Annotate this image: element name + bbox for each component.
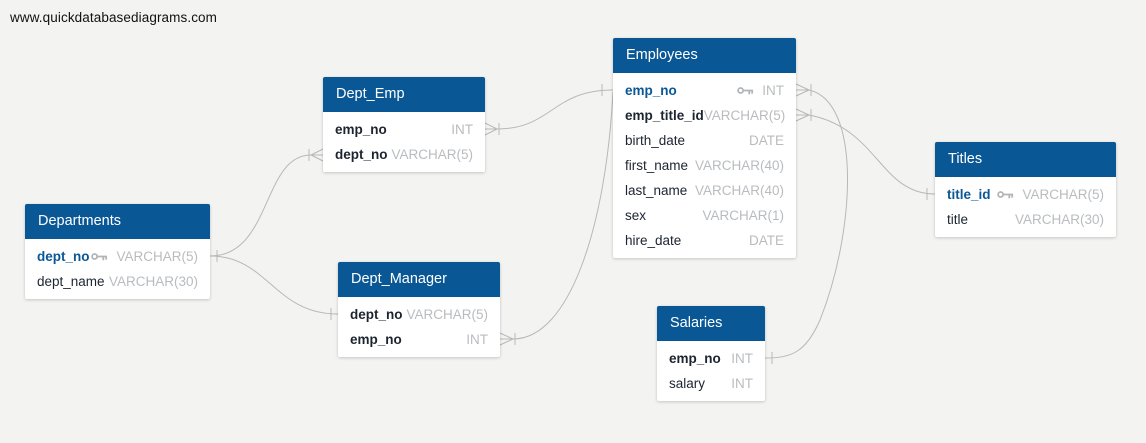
field-type: INT bbox=[466, 332, 488, 347]
table-salaries-header[interactable]: Salaries bbox=[657, 306, 765, 341]
field-row-dept_no: dept_no VARCHAR(5) bbox=[25, 244, 210, 269]
table-titles-body: title_id VARCHAR(5) title VARCHAR(30) bbox=[935, 177, 1116, 237]
table-salaries-body: emp_no INT salary INT bbox=[657, 341, 765, 401]
primary-key-icon bbox=[91, 252, 108, 261]
table-employees-header[interactable]: Employees bbox=[613, 38, 796, 73]
field-name: emp_no bbox=[625, 83, 677, 98]
table-salaries[interactable]: Salaries emp_no INT salary INT bbox=[657, 306, 765, 401]
relationship-departments-dept_manager bbox=[209, 255, 339, 320]
field-name: salary bbox=[669, 376, 706, 391]
field-row-emp_no: emp_no INT bbox=[323, 117, 485, 142]
field-name: birth_date bbox=[625, 133, 686, 148]
table-employees-body: emp_no INT emp_title_id VARCHAR(5) birth… bbox=[613, 73, 796, 258]
field-type: VARCHAR(40) bbox=[694, 183, 784, 198]
field-name: last_name bbox=[625, 183, 688, 198]
field-type: VARCHAR(5) bbox=[406, 307, 488, 322]
field-name: hire_date bbox=[625, 233, 682, 248]
field-row-hire_date: hire_date DATE bbox=[613, 228, 796, 253]
field-type: INT bbox=[451, 122, 473, 137]
field-type: INT bbox=[762, 83, 784, 98]
field-row-emp_no: emp_no INT bbox=[657, 346, 765, 371]
field-type: DATE bbox=[748, 133, 784, 148]
field-type: DATE bbox=[748, 233, 784, 248]
primary-key-icon bbox=[737, 86, 754, 95]
relationship-dept_manager-employees bbox=[499, 91, 614, 346]
field-type: VARCHAR(5) bbox=[1022, 187, 1104, 202]
table-dept_emp-body: emp_no INT dept_no VARCHAR(5) bbox=[323, 112, 485, 172]
field-row-title: title VARCHAR(30) bbox=[935, 207, 1116, 232]
watermark-url: www.quickdatabasediagrams.com bbox=[10, 10, 217, 25]
field-row-dept_no: dept_no VARCHAR(5) bbox=[338, 302, 500, 327]
field-row-first_name: first_name VARCHAR(40) bbox=[613, 153, 796, 178]
field-row-title_id: title_id VARCHAR(5) bbox=[935, 182, 1116, 207]
table-titles-header[interactable]: Titles bbox=[935, 142, 1116, 177]
field-type: VARCHAR(30) bbox=[1014, 212, 1104, 227]
field-type: INT bbox=[731, 351, 753, 366]
field-row-sex: sex VARCHAR(1) bbox=[613, 203, 796, 228]
table-dept_manager-body: dept_no VARCHAR(5) emp_no INT bbox=[338, 297, 500, 357]
table-dept_emp[interactable]: Dept_Emp emp_no INT dept_no VARCHAR(5) bbox=[323, 77, 485, 172]
field-row-last_name: last_name VARCHAR(40) bbox=[613, 178, 796, 203]
field-row-emp_no: emp_no INT bbox=[338, 327, 500, 352]
field-row-dept_name: dept_name VARCHAR(30) bbox=[25, 269, 210, 294]
field-name: emp_no bbox=[669, 351, 721, 366]
field-name: dept_no bbox=[350, 307, 403, 322]
field-name: dept_no bbox=[37, 249, 90, 264]
field-row-emp_title_id: emp_title_id VARCHAR(5) bbox=[613, 103, 796, 128]
field-type: VARCHAR(5) bbox=[391, 147, 473, 162]
relationship-dept_emp-employees bbox=[484, 84, 614, 136]
field-name: emp_no bbox=[350, 332, 402, 347]
table-titles[interactable]: Titles title_id VARCHAR(5) title VARCHAR… bbox=[935, 142, 1116, 237]
field-type: INT bbox=[731, 376, 753, 391]
field-name: sex bbox=[625, 208, 647, 223]
field-type: VARCHAR(5) bbox=[116, 249, 198, 264]
field-type: VARCHAR(30) bbox=[108, 274, 198, 289]
field-row-dept_no: dept_no VARCHAR(5) bbox=[323, 142, 485, 167]
table-dept_manager[interactable]: Dept_Manager dept_no VARCHAR(5) emp_no I… bbox=[338, 262, 500, 357]
field-name: first_name bbox=[625, 158, 689, 173]
table-dept_emp-header[interactable]: Dept_Emp bbox=[323, 77, 485, 112]
field-name: emp_no bbox=[335, 122, 387, 137]
field-type: VARCHAR(5) bbox=[703, 108, 786, 123]
relationship-employees-titles bbox=[795, 108, 936, 200]
table-employees[interactable]: Employees emp_no INT emp_title_id VARCHA… bbox=[613, 38, 796, 258]
table-departments[interactable]: Departments dept_no VARCHAR(5) dept_name… bbox=[25, 204, 210, 299]
field-row-salary: salary INT bbox=[657, 371, 765, 396]
field-name: dept_name bbox=[37, 274, 105, 289]
table-departments-body: dept_no VARCHAR(5) dept_name VARCHAR(30) bbox=[25, 239, 210, 299]
table-dept_manager-header[interactable]: Dept_Manager bbox=[338, 262, 500, 297]
field-row-emp_no: emp_no INT bbox=[613, 78, 796, 103]
field-name: emp_title_id bbox=[625, 108, 704, 123]
field-type: VARCHAR(40) bbox=[694, 158, 784, 173]
table-departments-header[interactable]: Departments bbox=[25, 204, 210, 239]
field-name: title bbox=[947, 212, 969, 227]
field-row-birth_date: birth_date DATE bbox=[613, 128, 796, 153]
relationship-departments-dept_emp bbox=[209, 148, 324, 262]
field-name: title_id bbox=[947, 187, 991, 202]
field-name: dept_no bbox=[335, 147, 388, 162]
primary-key-icon bbox=[997, 190, 1014, 199]
field-type: VARCHAR(1) bbox=[702, 208, 784, 223]
